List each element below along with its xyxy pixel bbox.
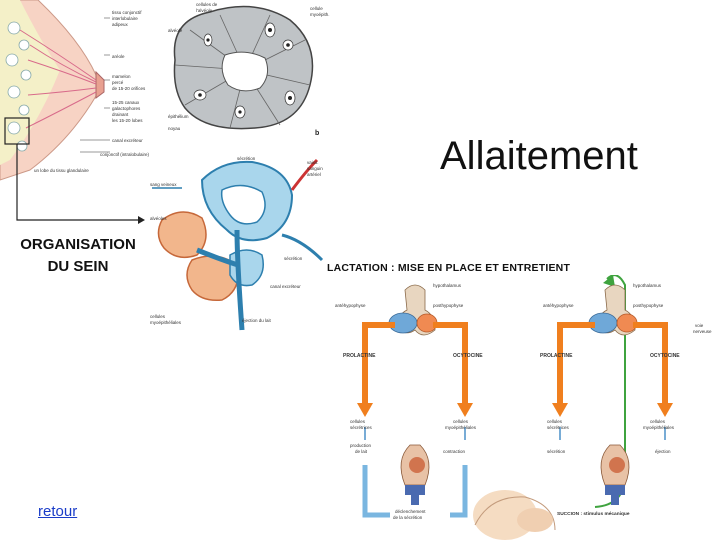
breast-diagram: tissu conjonctif interlobulaire adipeux … bbox=[0, 0, 150, 181]
label-tissue: tissu conjonctif bbox=[112, 10, 142, 15]
pituitary-right bbox=[588, 284, 638, 336]
label-prolactine-right: PROLACTINE bbox=[540, 353, 573, 359]
label-cell-myo: cellule bbox=[310, 6, 323, 11]
label-canaux2: galactophores bbox=[112, 106, 141, 111]
breast-left bbox=[400, 444, 430, 505]
label-succion: SUCCION : stimulus mécanique bbox=[557, 511, 630, 517]
organisation-line-1: ORGANISATION bbox=[20, 236, 136, 253]
label-cs3: cellules bbox=[547, 419, 563, 424]
organisation-line-2: DU SEIN bbox=[47, 258, 109, 275]
label-noyau: noyau bbox=[168, 126, 181, 131]
label-cm1: cellules bbox=[453, 419, 469, 424]
organisation-label: ORGANISATION DU SEIN bbox=[8, 234, 148, 278]
label-mamelon3: de 15-20 orifices bbox=[112, 86, 146, 91]
label-lob-secretion: sécrétion bbox=[237, 156, 256, 161]
label-mamelon2: percé bbox=[112, 80, 124, 85]
label-epith: épithélium bbox=[168, 114, 189, 119]
nipple bbox=[95, 70, 105, 99]
label-contraction: contraction bbox=[443, 449, 466, 454]
blue-arrows bbox=[364, 427, 666, 440]
label-vaiss3: artériel bbox=[307, 172, 321, 177]
label-secretion: sécrétion bbox=[547, 449, 566, 454]
baby-sketch bbox=[473, 490, 556, 540]
label-conj: conjonctif (intralobulaire) bbox=[100, 152, 150, 157]
hormone-arrows-left bbox=[362, 322, 468, 405]
label-post-right: posthypophyse bbox=[633, 303, 664, 308]
label-vaiss: vaiss. bbox=[307, 160, 319, 165]
label-lob-secretion2: sécrétion bbox=[284, 256, 303, 261]
label-post-left: posthypophyse bbox=[433, 303, 464, 308]
label-b: b bbox=[315, 130, 319, 137]
label-cs2: sécrétrices bbox=[350, 425, 373, 430]
label-prod1: production bbox=[350, 443, 372, 448]
label-cm2: myoépithéliales bbox=[445, 425, 477, 430]
label-alveole: alvéole bbox=[168, 28, 183, 33]
lobes bbox=[5, 21, 32, 152]
label-prod2: de lait bbox=[355, 449, 368, 454]
label-lob-canal: canal excréteur bbox=[270, 284, 301, 289]
label-cm3: cellules bbox=[650, 419, 666, 424]
retour-link[interactable]: retour bbox=[38, 503, 78, 520]
label-ante-right: antéhypophyse bbox=[543, 303, 574, 308]
label-ocytocine-right: OCYTOCINE bbox=[650, 353, 680, 359]
label-cs4: sécrétrices bbox=[547, 425, 570, 430]
label-cm4: myoépithéliales bbox=[643, 425, 675, 430]
label-hypo-left: hypothalamus bbox=[433, 283, 462, 288]
label-sang: sang veineux bbox=[150, 182, 177, 187]
label-lob-cell: cellules bbox=[150, 314, 166, 319]
lactation-diagram: hypothalamus antéhypophyse posthypophyse… bbox=[335, 275, 712, 540]
label-cell-alv: cellules de bbox=[196, 2, 218, 7]
label-ocytocine-left: OCYTOCINE bbox=[453, 353, 483, 359]
label-canaux4: les 15-20 lobes bbox=[112, 118, 143, 123]
label-canal: canal excréteur bbox=[112, 138, 143, 143]
label-canaux3: drainant bbox=[112, 112, 129, 117]
label-canaux: 15-25 canaux bbox=[112, 100, 140, 105]
label-tissue2: interlobulaire bbox=[112, 16, 138, 21]
label-lob-cell2: myoépithéliales bbox=[150, 320, 182, 325]
hormone-arrows-right bbox=[557, 322, 668, 405]
label-ante-left: antéhypophyse bbox=[335, 303, 366, 308]
label-mamelon: mamelon bbox=[112, 74, 131, 79]
label-lob-ejection: éjection du lait bbox=[242, 318, 272, 323]
label-prolactine-left: PROLACTINE bbox=[343, 353, 376, 359]
label-areole: aréole bbox=[112, 54, 125, 59]
page-title: Allaitement bbox=[440, 134, 638, 178]
label-cell-myo2: myoépith. bbox=[310, 12, 330, 17]
label-cell-alv2: l'alvéole bbox=[196, 8, 213, 13]
lactation-title: LACTATION : MISE EN PLACE ET ENTRETIENT bbox=[327, 262, 571, 274]
zoom-arrow bbox=[16, 144, 145, 224]
label-lobe: un lobe du tissu glandulaire bbox=[34, 168, 89, 173]
label-decl1: déclenchement bbox=[395, 509, 426, 514]
lobule-diagram: sécrétion vaiss. sanguin artériel sang v… bbox=[150, 156, 323, 331]
ducts bbox=[19, 29, 97, 129]
label-voie2: nerveuse bbox=[693, 329, 712, 334]
label-voie: voie bbox=[695, 323, 704, 328]
breast-right bbox=[600, 444, 630, 505]
label-ejection: éjection bbox=[655, 449, 671, 454]
alveolus-section: cellules de l'alvéole alvéole épithélium… bbox=[168, 2, 330, 137]
pituitary-left bbox=[388, 284, 438, 336]
label-lob-alveoles: alvéoles bbox=[150, 216, 167, 221]
label-decl2: de la sécrétion bbox=[393, 515, 423, 520]
label-cs1: cellules bbox=[350, 419, 366, 424]
label-vaiss2: sanguin bbox=[307, 166, 323, 171]
label-hypo-right: hypothalamus bbox=[633, 283, 662, 288]
label-tissue3: adipeux bbox=[112, 22, 129, 27]
